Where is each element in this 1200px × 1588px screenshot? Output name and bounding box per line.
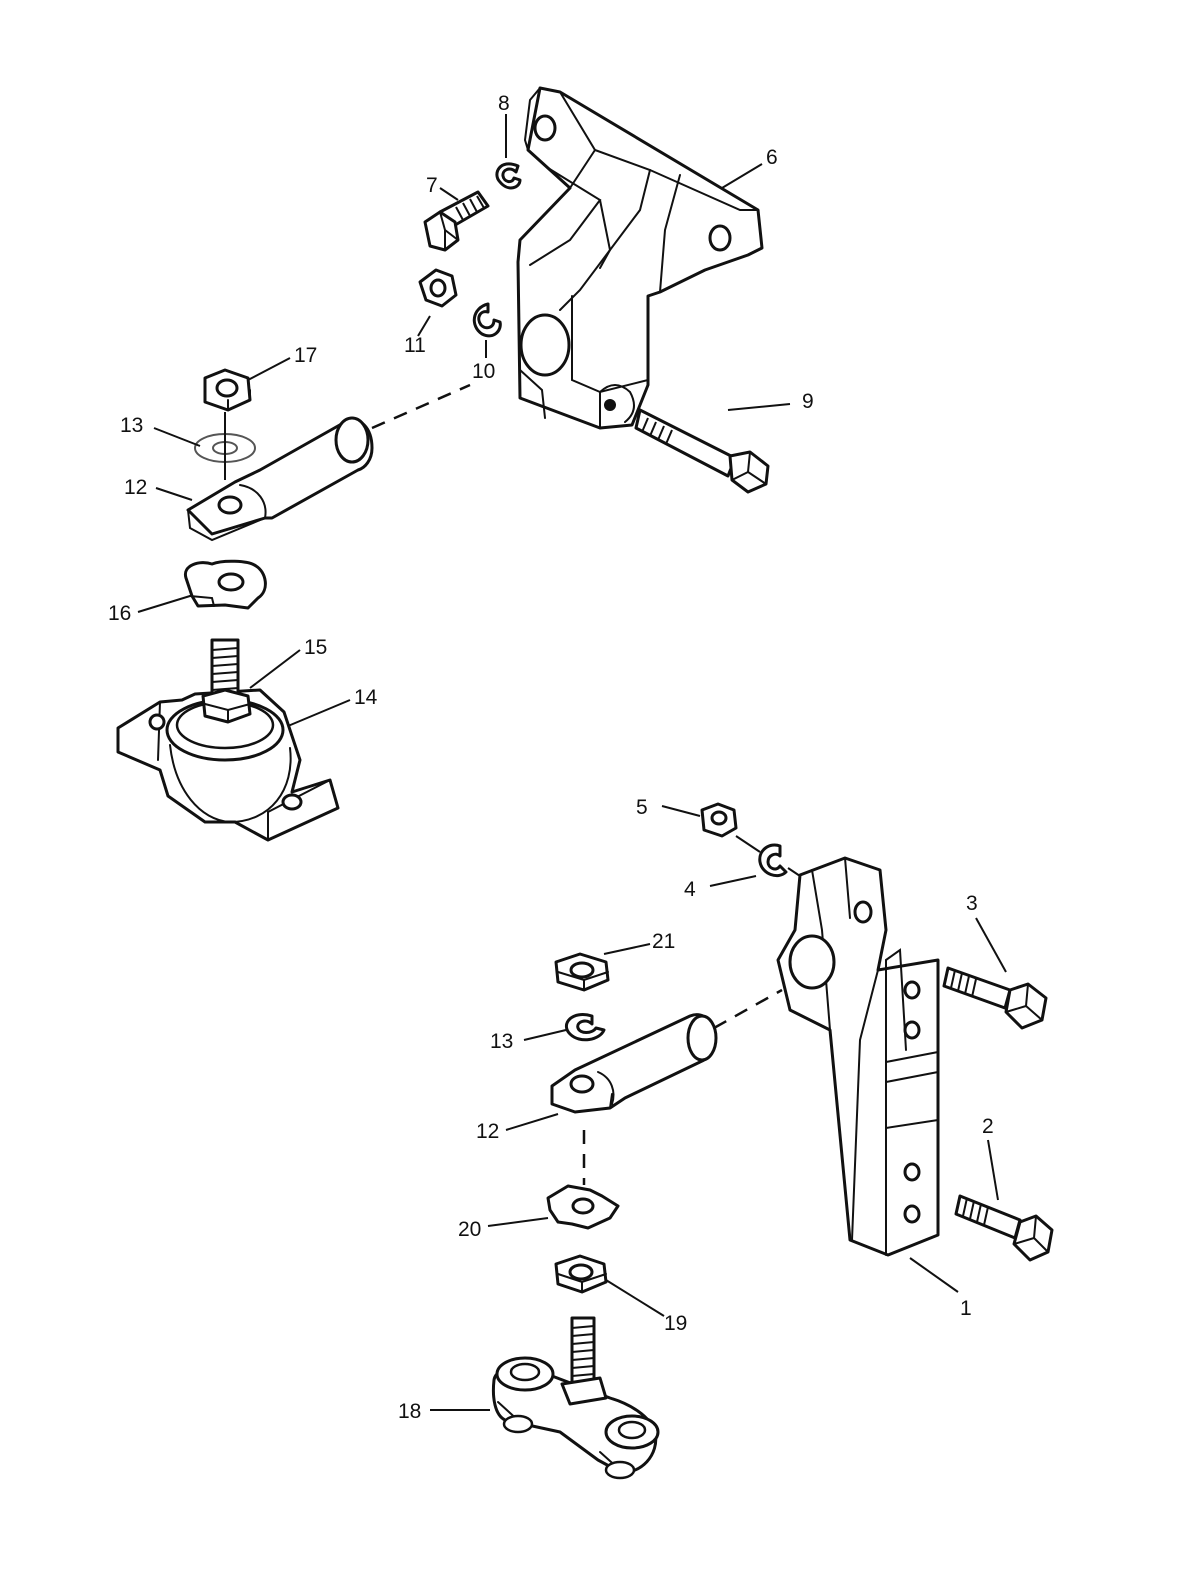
- tab-washer-20: [546, 1184, 620, 1230]
- tab-washer-16: [183, 559, 267, 610]
- bolt-7: [423, 190, 490, 252]
- leader-9: [727, 403, 791, 411]
- leader-20: [487, 1217, 549, 1227]
- callout-11: 11: [404, 334, 426, 357]
- nut-19: [554, 1254, 608, 1294]
- mount-hole: [708, 224, 732, 252]
- leader-1: [909, 1257, 959, 1293]
- bolt-3: [942, 966, 1048, 1030]
- trunnion-12-upper: [186, 416, 374, 542]
- leader-2: [987, 1139, 999, 1201]
- callout-1: 1: [960, 1297, 972, 1320]
- nut-21: [554, 952, 610, 992]
- callout-17: 17: [294, 344, 317, 367]
- leader-11: [417, 315, 431, 337]
- callout-21: 21: [652, 930, 675, 953]
- trunnion-bore: [519, 313, 571, 377]
- callout-13a: 13: [120, 414, 143, 437]
- lockwasher-8: [495, 162, 522, 190]
- callout-19: 19: [664, 1312, 687, 1335]
- leader-5: [661, 805, 701, 817]
- callout-16: 16: [108, 602, 131, 625]
- leader-7: [439, 187, 459, 201]
- leader-3: [975, 917, 1007, 973]
- lockwasher-10: [472, 302, 502, 338]
- bracket-bore: [788, 934, 836, 990]
- mount-hole: [148, 713, 166, 731]
- nut-5: [700, 802, 738, 838]
- callout-12b: 12: [476, 1120, 499, 1143]
- callout-5: 5: [636, 796, 648, 819]
- mount-bracket-6: [516, 86, 764, 430]
- stud-15: [201, 638, 252, 724]
- washer-13-lower: [564, 1013, 606, 1042]
- nut-11: [418, 268, 458, 308]
- mount-hole: [533, 114, 557, 142]
- rubber-mount-18: [491, 1316, 660, 1480]
- leader-4: [709, 875, 757, 887]
- leader-6: [721, 163, 763, 189]
- callout-9: 9: [802, 390, 814, 413]
- bolt-9: [634, 408, 770, 494]
- callout-10: 10: [472, 360, 495, 383]
- callout-3: 3: [966, 892, 978, 915]
- leader-13a: [153, 427, 201, 447]
- leader-14: [287, 699, 351, 727]
- leader-16: [137, 595, 191, 613]
- leader-12a: [155, 487, 193, 501]
- leader-13b: [523, 1029, 567, 1041]
- leader-15: [249, 649, 301, 689]
- callout-18: 18: [398, 1400, 421, 1423]
- mount-bracket-arm-1: [776, 856, 940, 1257]
- leader-12b: [505, 1113, 559, 1131]
- callout-13b: 13: [490, 1030, 513, 1053]
- rubber-mount-14: [116, 688, 340, 842]
- trunnion-12-lower: [550, 1013, 718, 1114]
- leader-17: [247, 357, 291, 381]
- callout-14: 14: [354, 686, 378, 709]
- bolt-2: [954, 1194, 1054, 1262]
- callout-20: 20: [458, 1218, 481, 1241]
- callout-12a: 12: [124, 476, 147, 499]
- nut-17: [203, 368, 252, 412]
- mount-hole: [281, 793, 303, 811]
- callout-8: 8: [498, 92, 510, 115]
- lockwasher-4: [758, 843, 788, 878]
- leader-21: [603, 943, 651, 955]
- callout-2: 2: [982, 1115, 994, 1138]
- leader-19: [605, 1279, 665, 1317]
- callout-7: 7: [426, 174, 438, 197]
- callout-4: 4: [684, 878, 696, 901]
- callout-15: 15: [304, 636, 327, 659]
- callout-6: 6: [766, 146, 778, 169]
